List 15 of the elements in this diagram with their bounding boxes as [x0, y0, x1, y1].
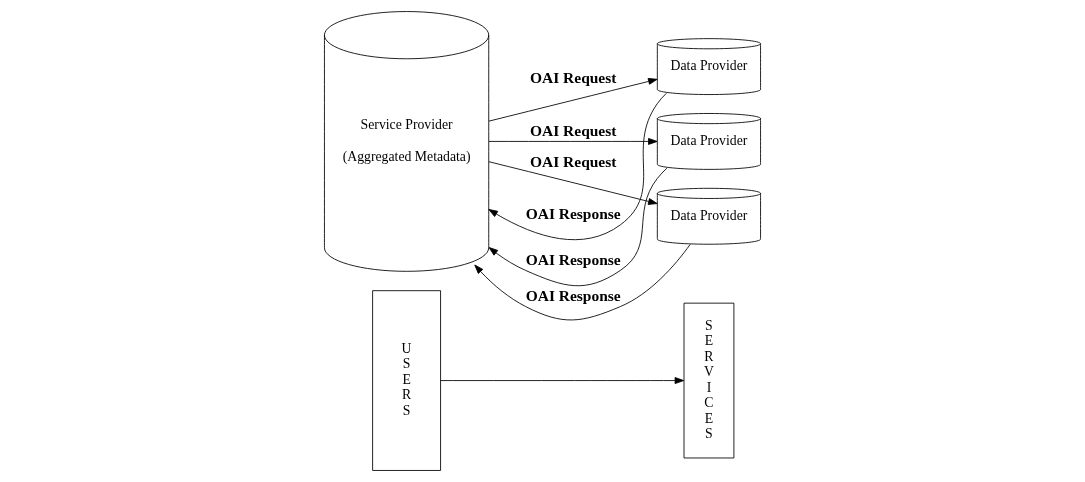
edge-label: OAI Request	[530, 152, 617, 170]
arrow	[440, 377, 685, 384]
arrow	[488, 78, 658, 122]
arrow	[488, 92, 667, 241]
edge-label: OAI Request	[530, 121, 617, 139]
edge-label: OAI Request	[530, 69, 617, 87]
arrow	[474, 244, 691, 321]
arrow	[488, 161, 658, 205]
edge-label: OAI Response	[525, 286, 621, 304]
arrow	[488, 138, 658, 145]
edge-label: OAI Response	[525, 205, 621, 223]
arrow	[488, 167, 668, 287]
node-box: USERS	[372, 290, 441, 471]
edge-label: OAI Response	[525, 250, 621, 268]
node-box: SERVICES	[683, 302, 735, 459]
